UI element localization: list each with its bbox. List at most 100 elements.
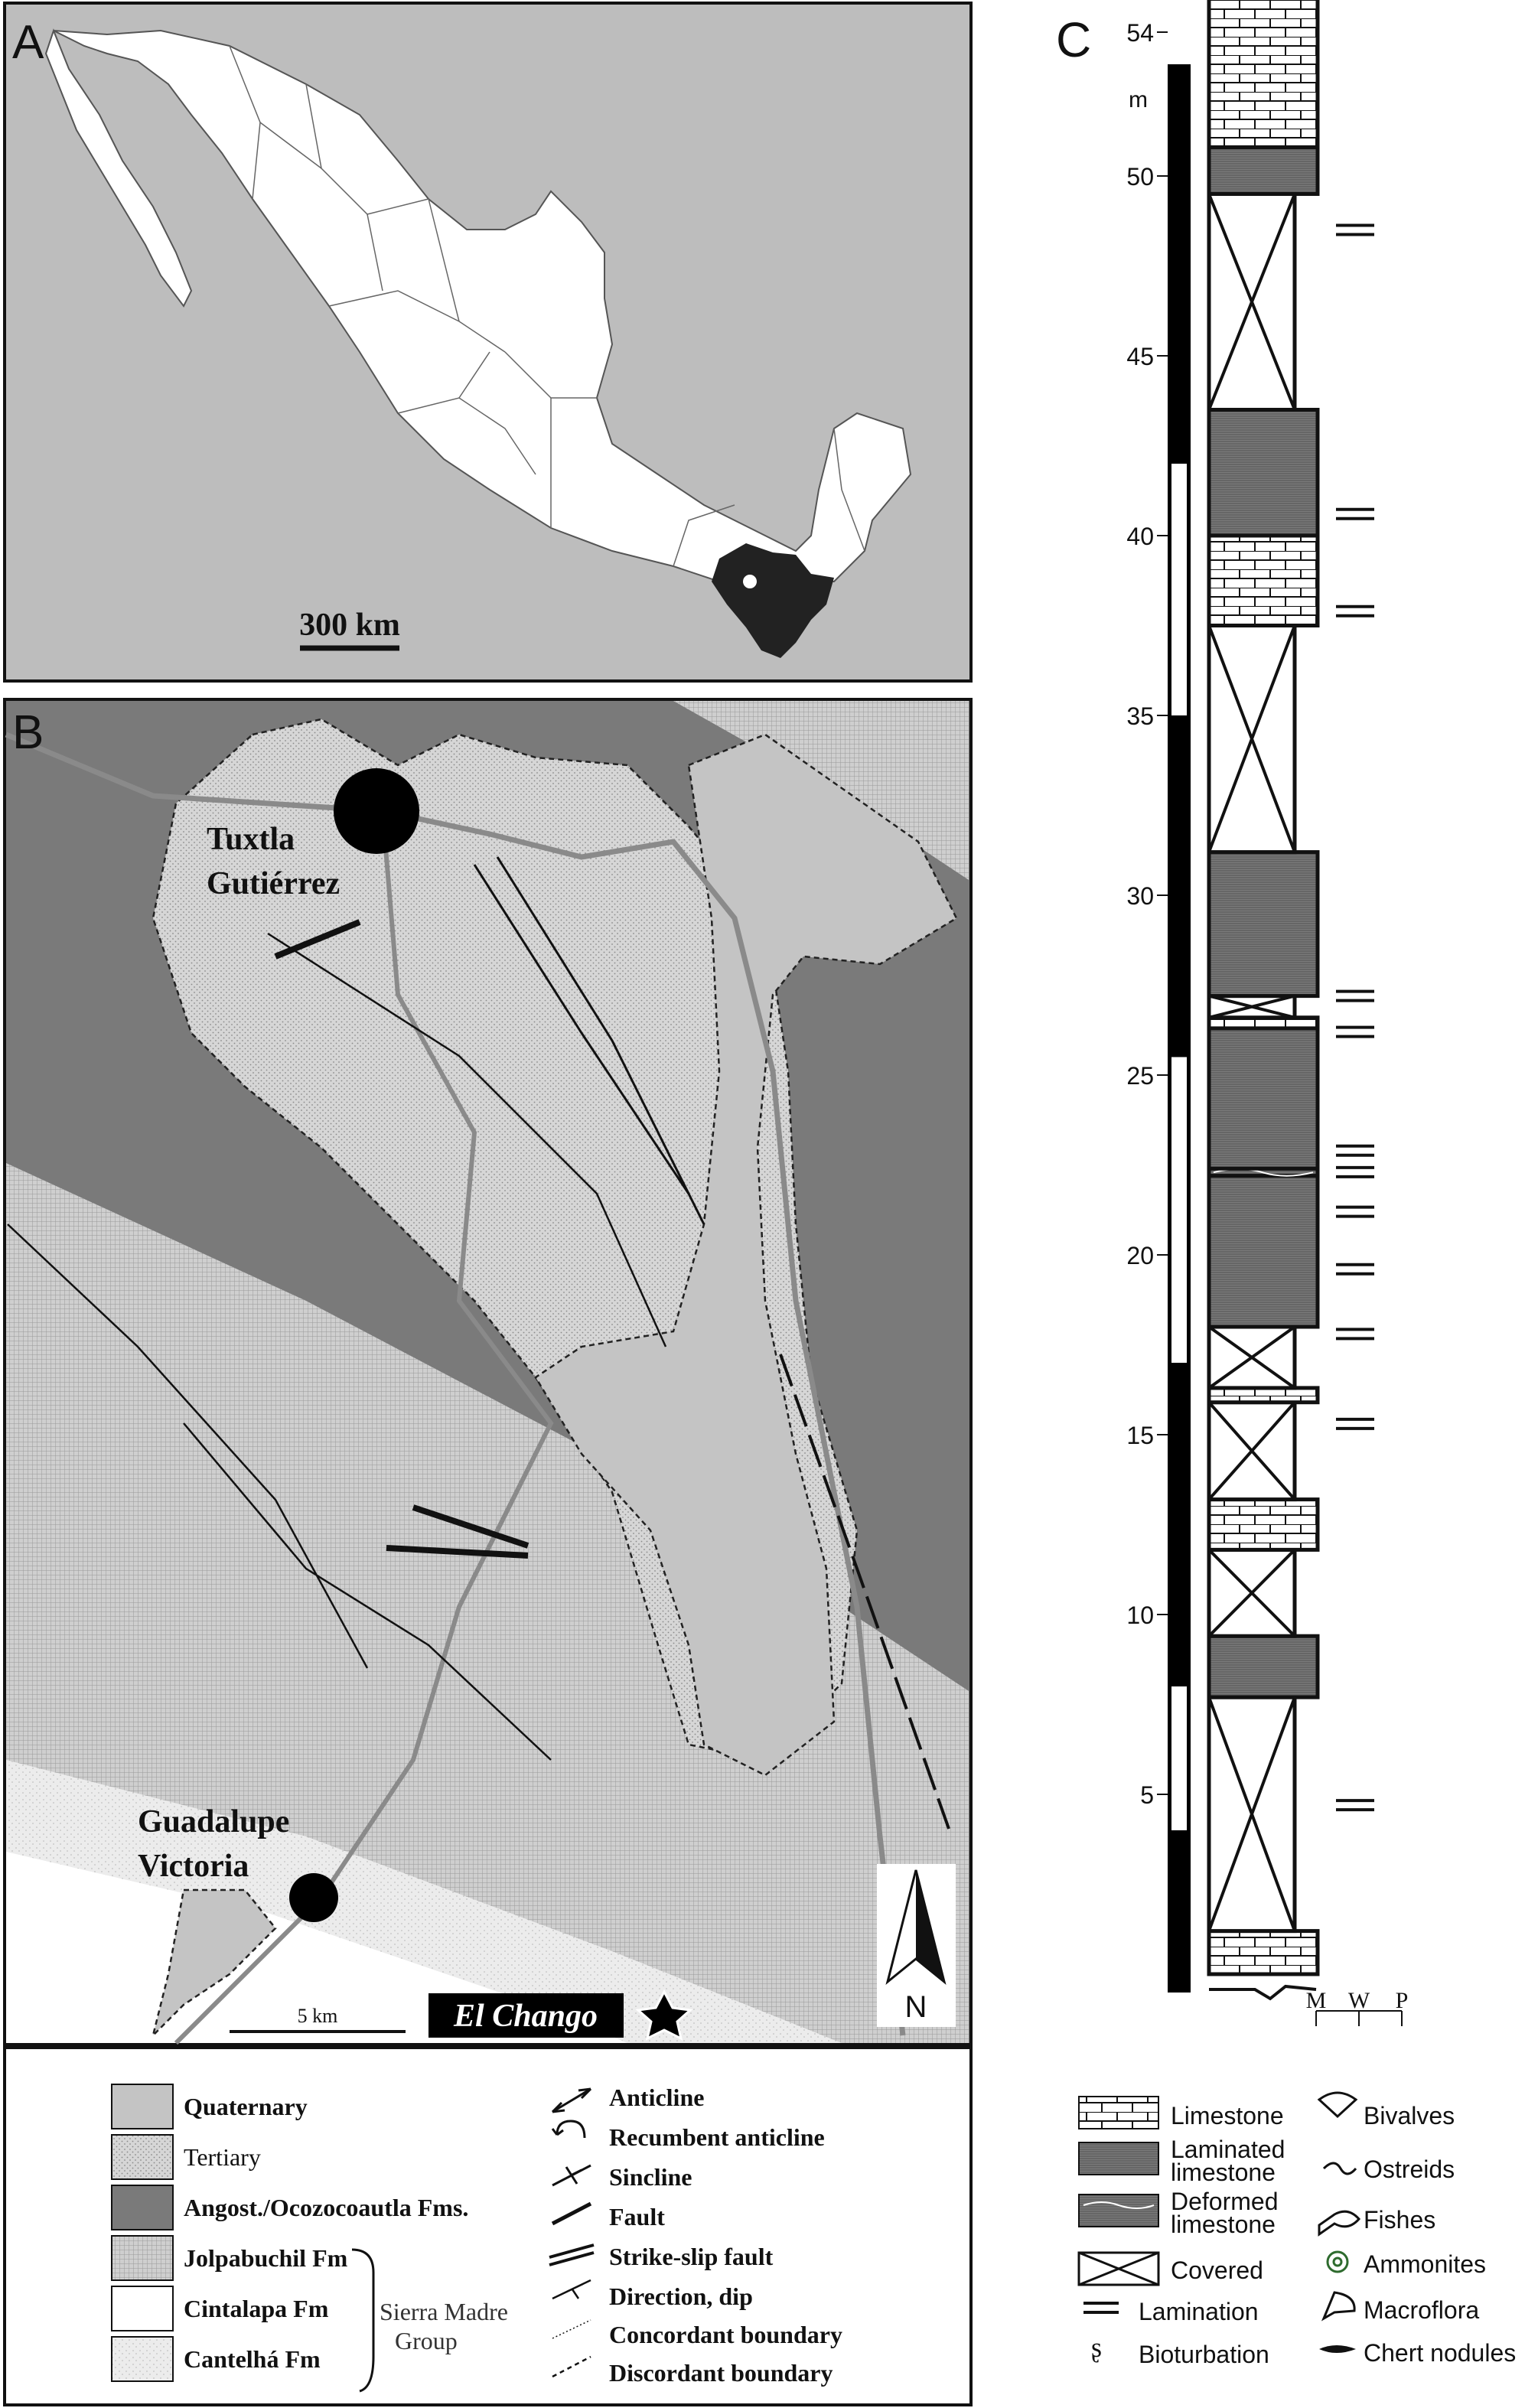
- scale-white-bands: [1171, 464, 1187, 1830]
- grain-label-3: P: [1396, 1988, 1409, 2013]
- bioturbation-icon: ʂ: [1091, 2332, 1102, 2363]
- study-area-marker: [741, 573, 758, 590]
- tick-labels: 54 50 45 40 35 30 25 20 15 10 5: [1126, 19, 1168, 1809]
- tick-label-4: 35: [1126, 702, 1154, 730]
- bed-cross-3: [1207, 1548, 1296, 1637]
- bed-15: [1207, 533, 1320, 627]
- bed-16: [1207, 408, 1320, 538]
- lamination-mark-2: [1336, 604, 1374, 617]
- city-name-line2: Gutiérrez: [207, 866, 340, 901]
- swatch-quaternary: [111, 2084, 174, 2129]
- legend-struct-1: Anticline: [609, 2084, 704, 2111]
- legend-fossil-5: Macroflora: [1364, 2296, 1479, 2324]
- legend-unit-4: Jolpabuchil Fm: [184, 2244, 348, 2272]
- bed-2: [1207, 1634, 1320, 1699]
- bed-cross-14: [1207, 624, 1296, 853]
- tuxtla-gutierrez-marker: [334, 768, 419, 854]
- lamination-mark-1: [1336, 507, 1374, 520]
- town-name-line2: Victoria: [138, 1849, 249, 1884]
- lamination-mark-5: [1336, 1144, 1374, 1157]
- swatch-cantelha: [111, 2336, 174, 2382]
- scale-band-2: [1171, 464, 1187, 715]
- bed-13: [1207, 850, 1320, 999]
- bed-cross-7: [1207, 1325, 1296, 1390]
- tick-label-3: 40: [1126, 523, 1154, 550]
- ammonite-icon: [1326, 2250, 1349, 2273]
- legend-struct-3: Sincline: [609, 2163, 692, 2191]
- macroflora-icon: [1321, 2291, 1356, 2322]
- bed-0: [1207, 1929, 1320, 1976]
- lamination-mark-10: [1336, 1417, 1374, 1430]
- tick-label-1: 50: [1126, 163, 1154, 191]
- scale-column: [1168, 64, 1191, 1993]
- swatch-tertiary: [111, 2134, 174, 2180]
- lithology-beds: [1207, 0, 1320, 1976]
- swatch-cintalapa: [111, 2286, 174, 2331]
- ammonite-core: [1332, 2256, 1343, 2267]
- swatch-deformed: [1078, 2194, 1159, 2227]
- legend-struct-7: Concordant boundary: [609, 2321, 842, 2348]
- panel-a-map: A 300 km: [3, 2, 973, 683]
- tick-label-6: 25: [1126, 1062, 1154, 1090]
- legend-fossil-1: Bivalves: [1364, 2102, 1455, 2129]
- tick-label-2: 45: [1126, 343, 1154, 370]
- legend-litho-6: Bioturbation: [1139, 2341, 1269, 2368]
- tick-label-5: 30: [1126, 882, 1154, 910]
- section-base-line: [1209, 1984, 1317, 2001]
- jolpabuchil-ne: [673, 701, 969, 880]
- lamination-mark-6: [1336, 1165, 1374, 1178]
- chiapas-state: [712, 543, 834, 658]
- column-symbols: [1336, 223, 1374, 1812]
- map-legend: Quaternary Tertiary Angost./Ocozocoautla…: [3, 2046, 973, 2406]
- legend-fossil-4: Ammonites: [1364, 2250, 1486, 2278]
- bed-cross-1: [1207, 1696, 1296, 1932]
- tick-label-10: 5: [1140, 1781, 1154, 1809]
- lamination-icon: [1083, 2302, 1119, 2314]
- group-brace: [351, 2248, 375, 2393]
- town-name-line1: Guadalupe: [138, 1804, 289, 1839]
- legend-struct-2: Recumbent anticline: [609, 2123, 825, 2151]
- swatch-limestone: [1078, 2096, 1159, 2129]
- bivalve-icon: [1317, 2091, 1358, 2119]
- lamination-mark-11: [1336, 1799, 1374, 1812]
- legend-fossil-3: Fishes: [1364, 2206, 1435, 2234]
- bed-6: [1207, 1386, 1320, 1405]
- baja-california: [44, 28, 193, 308]
- legend-struct-5: Strike-slip fault: [609, 2243, 774, 2270]
- legend-litho-2b: limestone: [1171, 2159, 1276, 2186]
- legend-unit-5: Cintalapa Fm: [184, 2295, 329, 2322]
- column-legend: ʂ Limestone Laminated limestone Deformed…: [1077, 2091, 1516, 2368]
- group-label-line2: Group: [395, 2327, 458, 2354]
- tick-label-0: 54: [1126, 19, 1154, 47]
- legend-litho-1: Limestone: [1171, 2102, 1284, 2129]
- covered-cross: [1078, 2251, 1159, 2286]
- grain-axis: [1315, 2010, 1403, 2026]
- legend-unit-6: Cantelhá Fm: [184, 2345, 321, 2373]
- tick-label-9: 10: [1126, 1602, 1154, 1629]
- guadalupe-victoria-marker: [289, 1873, 338, 1922]
- panel-a-scale-label: 300 km: [299, 608, 400, 643]
- site-label-box: [428, 1993, 624, 2038]
- mexico-outline: [53, 29, 912, 629]
- scale-band-0: [1171, 1686, 1187, 1830]
- legend-struct-4: Fault: [609, 2203, 665, 2230]
- city-name-line1: Tuxtla: [207, 822, 295, 857]
- scale-band-1: [1171, 1057, 1187, 1363]
- tick-label-8: 15: [1126, 1422, 1154, 1449]
- lamination-mark-4: [1336, 1025, 1374, 1038]
- legend-litho-5: Lamination: [1139, 2298, 1259, 2325]
- road: [174, 810, 554, 2045]
- legend-litho-3a: Deformed: [1171, 2188, 1279, 2215]
- tick-label-7: 20: [1126, 1242, 1154, 1269]
- legend-fossil-6: Chert nodules: [1364, 2339, 1516, 2367]
- lamination-mark-7: [1336, 1205, 1374, 1218]
- legend-litho-3b: limestone: [1171, 2211, 1276, 2238]
- bed-4: [1207, 1497, 1320, 1552]
- swatch-angostura: [111, 2185, 174, 2230]
- ostreid-icon: [1322, 2162, 1357, 2175]
- legend-struct-8: Discordant boundary: [609, 2359, 833, 2387]
- structure-symbols: [549, 2087, 595, 2378]
- legend-unit-1: Quaternary: [184, 2093, 308, 2120]
